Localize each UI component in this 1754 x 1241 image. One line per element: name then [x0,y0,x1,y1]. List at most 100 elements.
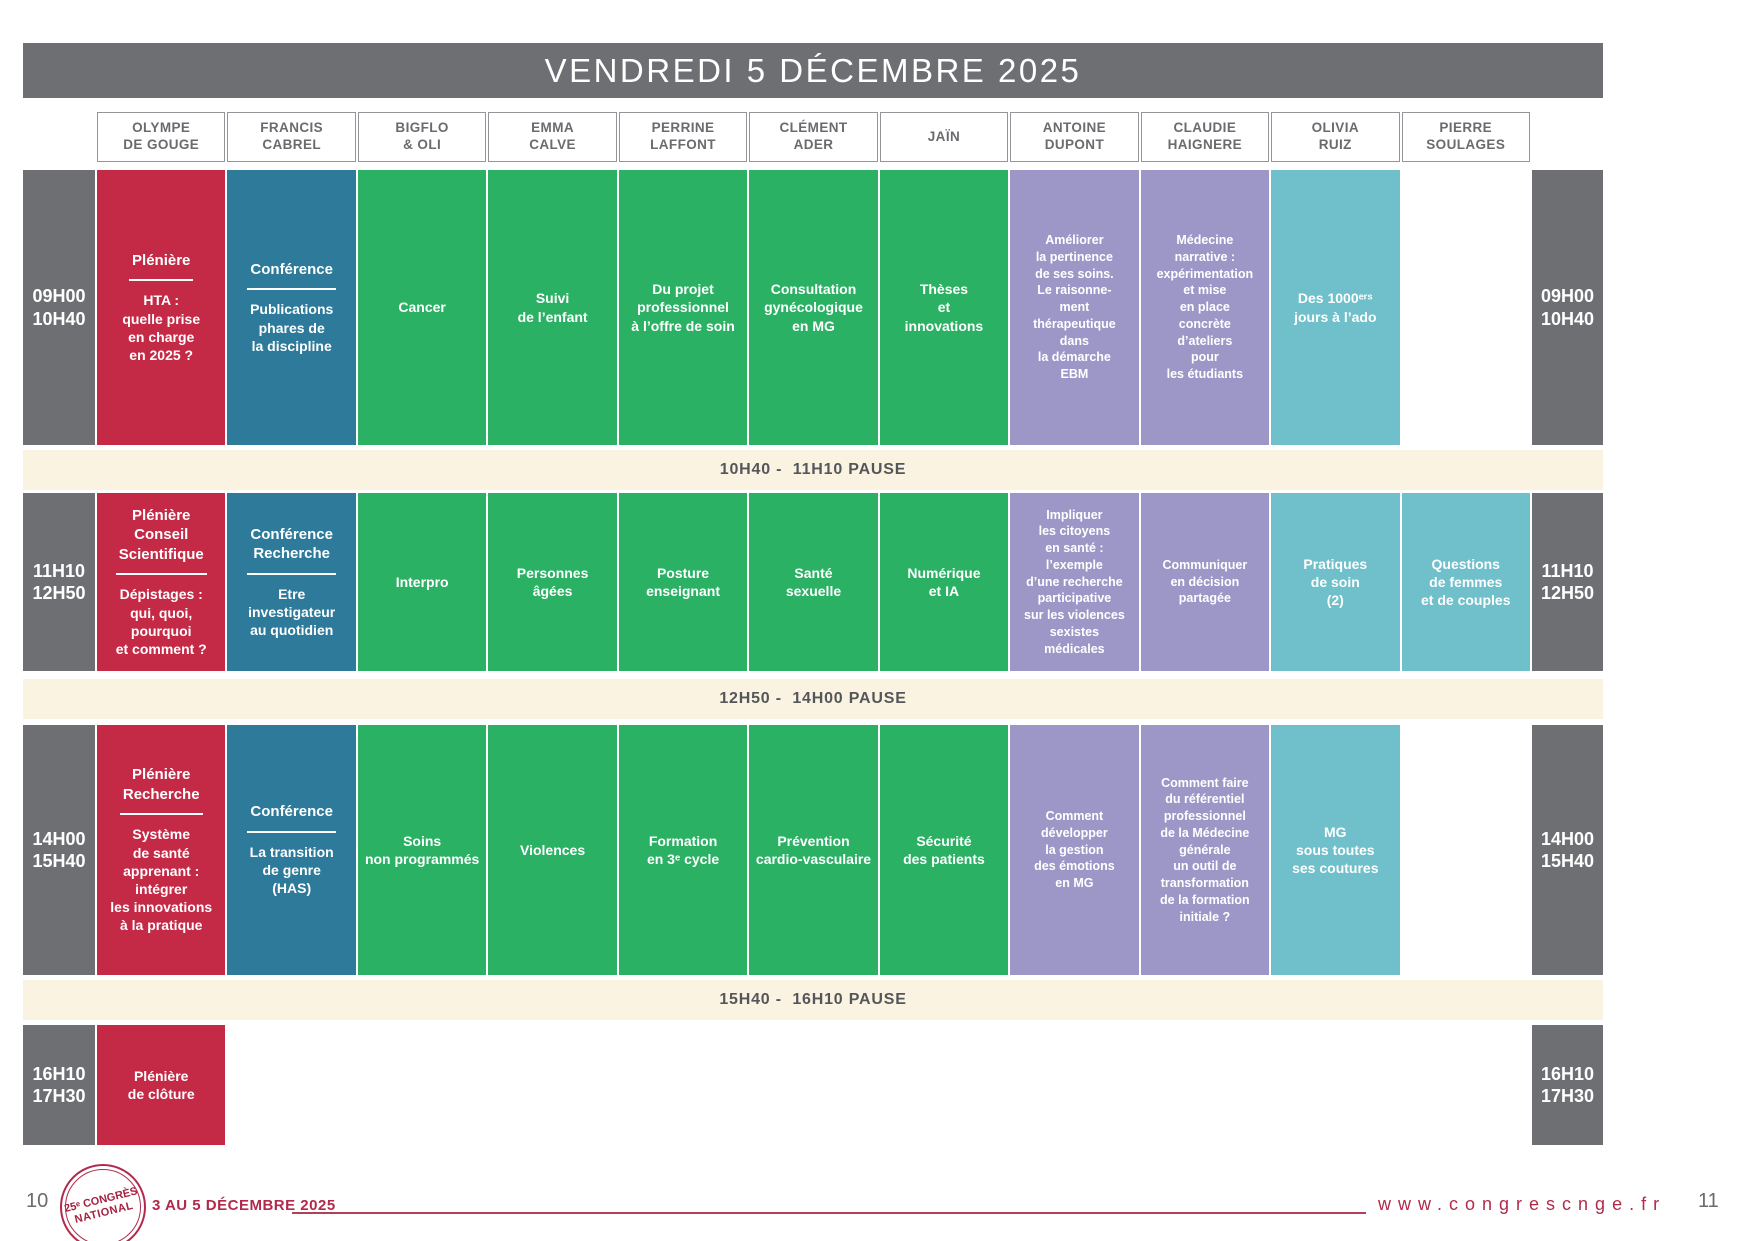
session-cell-special: MG sous toutes ses coutures [1271,725,1400,975]
atelier-cell: Impliquer les citoyens en santé : l’exem… [1010,493,1139,671]
room-header-francis-cabrel: FRANCIS CABREL [227,112,356,162]
session-title: Etre investigateur au quotidien [248,585,336,639]
congress-logo-line1: 25ᵉ CONGRÈS [63,1185,140,1216]
session-title: Consultation gynécologique en MG [764,281,863,334]
session-title: Comment développer la gestion des émotio… [1034,809,1115,891]
time-label-right: 11H10 12H50 [1531,493,1603,671]
session-cell: Numérique et IA [879,493,1009,671]
empty-cell [1402,725,1530,975]
session-title: Impliquer les citoyens en santé : l’exem… [1024,507,1125,656]
session-row-4: 16H10 17H30 Plénière de clôture 16H10 17… [23,1025,1603,1145]
pause-band: 12H50 - 14H00 PAUSE [23,679,1603,719]
empty-cell [619,1025,747,1145]
footer-divider-line [292,1212,1366,1214]
room-header-emma-calve: EMMA CALVE [488,112,617,162]
empty-cell [488,1025,616,1145]
room-header-olympe-de-gouge: OLYMPE DE GOUGE [97,112,226,162]
session-title: Publications phares de la discipline [250,301,334,354]
empty-cell [749,1025,877,1145]
congress-dates: 3 AU 5 DÉCEMBRE 2025 [152,1197,336,1214]
session-cell-special: Des 1000ᵉʳˢ jours à l’ado [1271,170,1400,445]
room-header-pierre-soulages: PIERRE SOULAGES [1401,112,1530,162]
time-label-left: 09H00 10H40 [23,170,95,445]
session-title: Sécurité des patients [903,832,985,867]
pleniere-cell: Plénière HTA : quelle prise en charge en… [97,170,226,445]
session-type-label: Plénière Conseil Scientifique [115,506,207,576]
schedule-sheet: VENDREDI 5 DÉCEMBRE 2025 OLYMPE DE GOUGE… [23,43,1603,1145]
session-type-label: Conférence [247,802,336,833]
session-title: Dépistages : qui, quoi, pourquoi et comm… [115,586,207,657]
header-spacer-right [1532,112,1603,162]
pleniere-cell: Plénière Recherche Système de santé appr… [97,725,226,975]
session-title: Posture enseignant [646,564,720,599]
header-spacer-left [23,112,95,162]
session-cell: Thèses et innovations [879,170,1009,445]
session-cell: Prévention cardio-vasculaire [749,725,878,975]
session-title: Thèses et innovations [904,281,984,334]
session-title: Questions de femmes et de couples [1421,555,1511,609]
session-cell: Soins non programmés [357,725,487,975]
room-header-row: OLYMPE DE GOUGE FRANCIS CABREL BIGFLO & … [23,112,1603,162]
session-title: Prévention cardio-vasculaire [755,832,872,867]
room-header-perrine-laffont: PERRINE LAFFONT [618,112,748,162]
session-cell: Personnes âgées [488,493,617,671]
session-title: Communiquer en décision partagée [1162,557,1248,606]
pleniere-cell: Plénière de clôture [97,1025,226,1145]
session-cell: Suivi de l’enfant [488,170,617,445]
session-cell: Du projet professionnel à l’offre de soi… [618,170,748,445]
atelier-cell: Médecine narrative : expérimentation et … [1140,170,1270,445]
pause-band: 15H40 - 16H10 PAUSE [23,980,1603,1020]
room-header-clement-ader: CLÉMENT ADER [749,112,878,162]
session-title: Soins non programmés [364,832,480,867]
session-title: Du projet professionnel à l’offre de soi… [631,281,735,334]
conference-cell: Conférence Recherche Etre investigateur … [227,493,356,671]
time-label-right: 16H10 17H30 [1531,1025,1603,1145]
session-title: Médecine narrative : expérimentation et … [1156,233,1254,382]
congress-logo: 25ᵉ CONGRÈS NATIONAL [60,1164,146,1241]
pause-label: 15H40 - 16H10 PAUSE [719,991,907,1008]
session-type-label: Conférence [247,260,336,291]
session-title: Des 1000ᵉʳˢ jours à l’ado [1294,290,1377,325]
session-cell: Consultation gynécologique en MG [749,170,878,445]
session-title: Violences [520,841,586,858]
site-url[interactable]: www.congrescnge.fr [1378,1194,1667,1214]
pleniere-cell: Plénière Conseil Scientifique Dépistages… [97,493,226,671]
session-cell: Violences [488,725,617,975]
congress-logo-text: 25ᵉ CONGRÈS NATIONAL [64,1186,143,1229]
session-title: Comment faire du référentiel professionn… [1160,775,1250,924]
empty-cell [1141,1025,1269,1145]
empty-cell [880,1025,1008,1145]
session-title: Santé sexuelle [785,564,842,599]
atelier-cell: Comment développer la gestion des émotio… [1010,725,1139,975]
page-number-right: 11 [1698,1190,1719,1212]
empty-cell [227,1025,355,1145]
empty-cell [1010,1025,1138,1145]
session-type-label: Plénière [129,251,194,282]
room-header-antoine-dupont: ANTOINE DUPONT [1010,112,1139,162]
session-row-2: 11H10 12H50 Plénière Conseil Scientifiqu… [23,493,1603,671]
session-title: Améliorer la pertinence de ses soins. Le… [1033,233,1116,382]
session-type-label: Plénière Recherche [119,765,203,816]
session-title: Cancer [398,299,446,316]
session-cell-special: Pratiques de soin (2) [1271,493,1400,671]
room-header-jain: JAÏN [879,112,1009,162]
congress-logo-line2: NATIONAL [73,1199,136,1226]
session-row-1: 09H00 10H40 Plénière HTA : quelle prise … [23,170,1603,445]
time-label-right: 14H00 15H40 [1531,725,1603,975]
session-title: Numérique et IA [907,564,981,599]
conference-cell: Conférence Publications phares de la dis… [227,170,356,445]
page-number-left: 10 [26,1190,49,1212]
session-title: Interpro [395,573,449,590]
session-title: Système de santé apprenant : intégrer le… [110,826,213,934]
session-cell: Sécurité des patients [879,725,1009,975]
time-label-left: 11H10 12H50 [23,493,95,671]
session-cell: Posture enseignant [618,493,748,671]
session-title: La transition de genre (HAS) [249,843,334,897]
empty-cell [358,1025,486,1145]
day-title-bar: VENDREDI 5 DÉCEMBRE 2025 [23,43,1603,98]
session-title: Plénière de clôture [127,1067,195,1102]
title-band: VENDREDI 5 DÉCEMBRE 2025 [23,43,1603,98]
pause-band: 10H40 - 11H10 PAUSE [23,450,1603,490]
session-row-3: 14H00 15H40 Plénière Recherche Système d… [23,725,1603,975]
room-header-bigflo-oli: BIGFLO & OLI [357,112,487,162]
